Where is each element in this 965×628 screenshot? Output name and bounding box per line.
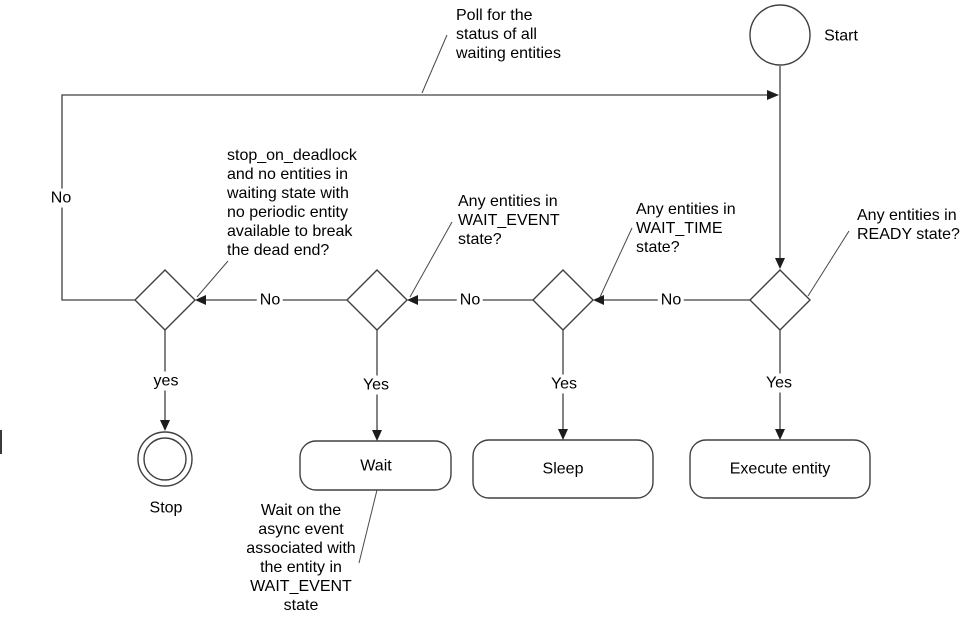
edge-loop-back	[61, 94, 767, 301]
arrowhead-into-wait-event	[407, 295, 418, 305]
edge-label-wait-time-no: No	[456, 290, 484, 310]
edge-label-deadlock-yes: yes	[150, 371, 182, 391]
arrowhead-loop-into-stem	[767, 90, 779, 100]
start-label: Start	[824, 27, 858, 45]
leader-wait-note-annotation	[358, 489, 378, 564]
decision-deadlock	[134, 269, 196, 331]
leader-deadlock-annotation	[196, 260, 229, 298]
annotation-ready: Any entities in READY state?	[857, 207, 960, 243]
arrowhead-into-wait-time	[593, 295, 604, 305]
annotation-wait-event: Any entities in WAIT_EVENT state?	[458, 193, 560, 248]
edge-label-wait-event-no: No	[256, 290, 284, 310]
leader-ready-annotation	[807, 230, 850, 297]
annotation-wait-note: Wait on the async event associated with …	[246, 502, 356, 614]
wait-action-box	[299, 440, 452, 491]
leader-wait-time-annotation	[599, 227, 633, 298]
leader-wait-event-annotation	[409, 221, 453, 298]
start-node	[749, 4, 811, 66]
decision-wait-time	[532, 269, 594, 331]
execute-action-label: Execute entity	[729, 460, 831, 478]
edge-label-loop-no: No	[47, 188, 75, 208]
arrowhead-into-ready	[775, 258, 785, 269]
annotation-poll: Poll for the status of all waiting entit…	[456, 7, 561, 62]
stop-node-inner	[143, 437, 187, 481]
stop-label: Stop	[149, 499, 183, 517]
arrowhead-into-execute-box	[775, 429, 785, 440]
wait-action-label: Wait	[360, 457, 392, 475]
arrowhead-into-stop	[160, 420, 170, 431]
arrowhead-into-wait-box	[372, 430, 382, 441]
left-edge-cursor-artifact	[0, 430, 2, 454]
sleep-action-label: Sleep	[542, 460, 584, 478]
annotation-wait-time: Any entities in WAIT_TIME state?	[636, 201, 736, 256]
edge-label-wait-time-yes: Yes	[547, 374, 581, 394]
edge-label-wait-event-yes: Yes	[359, 375, 393, 395]
decision-wait-event	[346, 269, 408, 331]
leader-poll-annotation	[421, 34, 448, 94]
arrowhead-into-sleep-box	[558, 429, 568, 440]
edge-label-ready-no: No	[657, 290, 685, 310]
decision-ready	[749, 269, 811, 331]
edge-label-ready-yes: Yes	[762, 373, 796, 393]
arrowhead-into-deadlock	[195, 295, 206, 305]
annotation-deadlock: stop_on_deadlock and no entities in wait…	[227, 147, 357, 259]
